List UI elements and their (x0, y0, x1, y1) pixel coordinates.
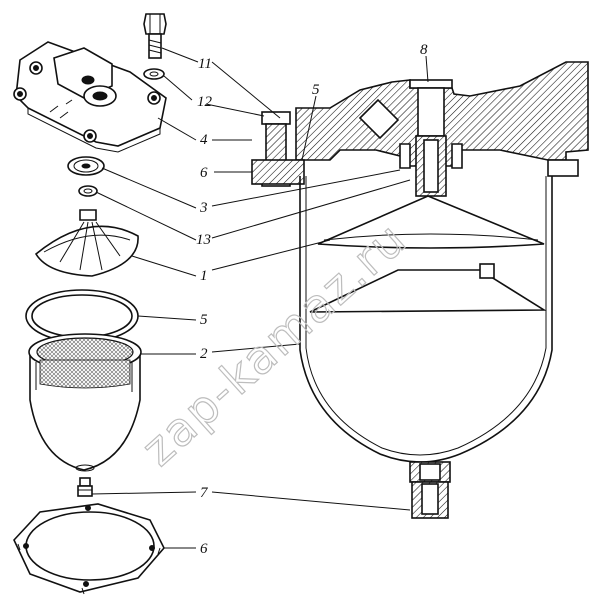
callout-6-bottom: 6 (200, 541, 208, 557)
o-ring-part-5-left (25, 289, 139, 343)
watermark: zap-kamaz.ru (131, 211, 417, 476)
bolt-part-11 (143, 13, 167, 59)
callout-2: 2 (200, 346, 208, 362)
filter-head-section (295, 61, 589, 197)
callout-6-top: 6 (200, 165, 208, 181)
callout-8: 8 (420, 42, 428, 58)
callout-3: 3 (199, 200, 208, 216)
callout-12: 12 (197, 94, 213, 110)
callout-5-left: 5 (200, 312, 208, 328)
callout-7: 7 (200, 485, 209, 501)
clamp-ring-section (251, 159, 305, 185)
callout-11: 11 (198, 56, 212, 72)
reflector-cone-part-1 (34, 209, 139, 277)
callout-labels: 11 12 4 6 3 13 1 5 2 7 6 8 5 (196, 42, 428, 557)
washer-part-12 (143, 68, 165, 80)
drain-plug-part-7-left (77, 477, 93, 497)
washer-part-3 (67, 156, 105, 176)
filter-bowl-part-2 (28, 333, 142, 472)
ring-part-13 (78, 185, 98, 197)
callout-4: 4 (200, 132, 208, 148)
filter-cover-part-4 (13, 41, 167, 153)
callout-1: 1 (200, 268, 208, 284)
reflector-section (317, 195, 545, 249)
drain-plug-section-7 (409, 461, 451, 519)
screen-section (309, 263, 547, 313)
callout-5-right: 5 (312, 82, 320, 98)
callout-13: 13 (196, 232, 211, 248)
leader-lines (91, 47, 429, 549)
clamp-ring-part-6-left (13, 503, 165, 595)
